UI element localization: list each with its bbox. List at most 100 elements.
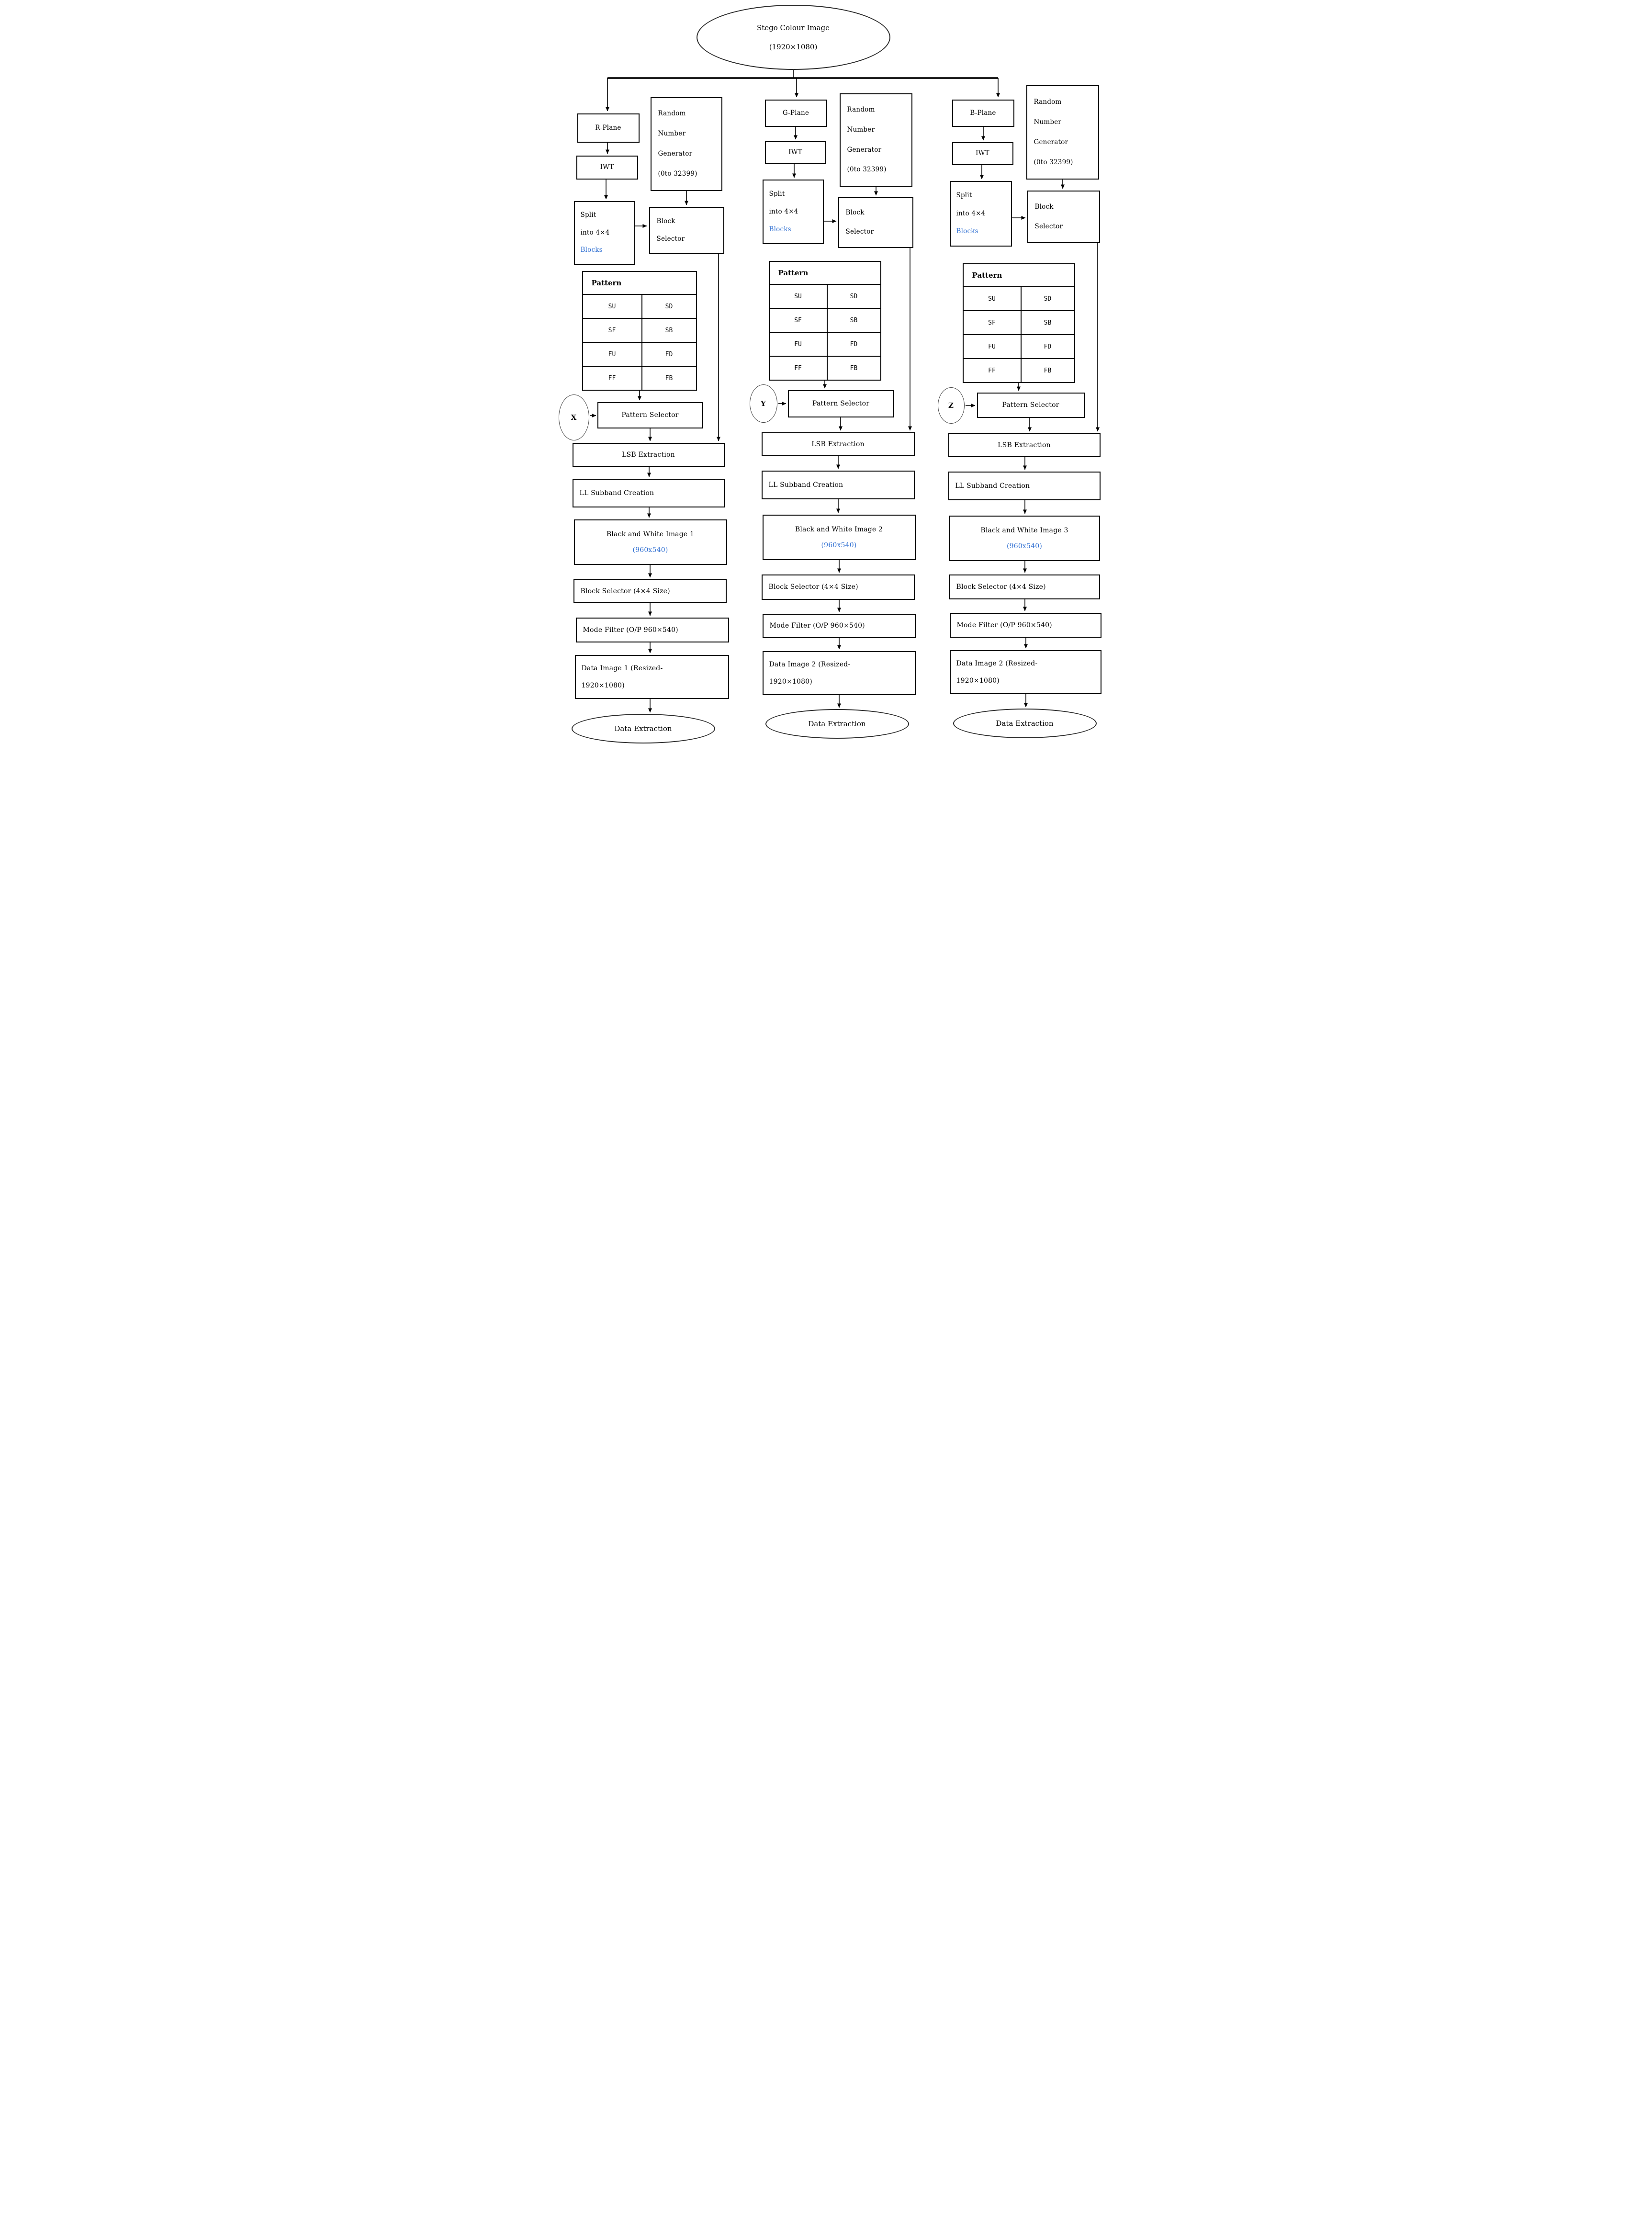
rng-line2-g: Number xyxy=(847,125,875,134)
pattern-cell: SF xyxy=(962,310,1022,335)
pattern-header-b: Pattern xyxy=(962,263,1075,287)
block-selector-line2-g: Selector xyxy=(845,228,874,236)
bw-image-g: Black and White Image 2 (960x540) xyxy=(762,515,916,560)
rng-line2-r: Number xyxy=(658,130,686,138)
input-z-ellipse: Z xyxy=(937,387,965,424)
ll-subband-r: LL Subband Creation xyxy=(572,479,725,507)
bw-line1-r: Black and White Image 1 xyxy=(606,530,695,539)
b-plane-box: B-Plane xyxy=(952,100,1014,127)
g-plane-label: G-Plane xyxy=(782,109,809,117)
pattern-header-g: Pattern xyxy=(768,261,881,285)
data-image-r: Data Image 1 (Resized- 1920×1080) xyxy=(574,655,729,699)
pattern-cell: FU xyxy=(962,334,1022,359)
block-selector-line1-r: Block xyxy=(656,217,675,225)
mode-filter-label-g: Mode Filter (O/P 960×540) xyxy=(769,622,865,630)
pattern-cell: FU xyxy=(582,342,642,367)
input-y-ellipse: Y xyxy=(749,384,777,423)
pattern-cell: FF xyxy=(768,356,828,381)
block-selector-box-r: Block Selector xyxy=(649,207,724,254)
rng-range-r: (0to 32399) xyxy=(658,170,697,178)
pattern-selector-label-g: Pattern Selector xyxy=(812,400,870,408)
split-line1-b: Split xyxy=(956,191,972,200)
block-selector-line2-r: Selector xyxy=(656,235,685,243)
ll-label-g: LL Subband Creation xyxy=(768,481,843,489)
block-selector-4x4-r: Block Selector (4×4 Size) xyxy=(573,579,727,603)
bw-line2-b: (960x540) xyxy=(1006,542,1043,550)
data-image-line2-r: 1920×1080) xyxy=(581,681,625,689)
pattern-header-r: Pattern xyxy=(582,271,697,295)
iwt-label-g: IWT xyxy=(788,148,802,156)
block-selector-4x4-label-r: Block Selector (4×4 Size) xyxy=(580,587,670,595)
iwt-box-r: IWT xyxy=(576,156,638,180)
block-selector-4x4-b: Block Selector (4×4 Size) xyxy=(949,574,1100,599)
iwt-label-r: IWT xyxy=(600,163,614,171)
data-extraction-label-r: Data Extraction xyxy=(614,724,672,733)
pattern-cell: SD xyxy=(1020,286,1075,311)
rng-line3-g: Generator xyxy=(847,146,882,154)
rng-line1-r: Random xyxy=(658,110,686,118)
input-x-label: X xyxy=(571,413,577,422)
split-box-b: Split into 4×4 Blocks xyxy=(949,181,1012,247)
data-extraction-b: Data Extraction xyxy=(953,709,1097,738)
split-line3-b: Blocks xyxy=(956,227,978,236)
pattern-cell: SF xyxy=(582,318,642,343)
split-line3-g: Blocks xyxy=(769,225,791,233)
split-line2-b: into 4×4 xyxy=(956,209,986,217)
lsb-label-g: LSB Extraction xyxy=(811,440,865,448)
pattern-selector-b: Pattern Selector xyxy=(977,393,1085,418)
data-image-line2-g: 1920×1080) xyxy=(769,677,812,686)
stego-image-size: (1920×1080) xyxy=(769,43,818,52)
pattern-selector-label-b: Pattern Selector xyxy=(1002,401,1059,409)
pattern-cell: FF xyxy=(962,358,1022,383)
lsb-extraction-g: LSB Extraction xyxy=(761,432,915,456)
mode-filter-r: Mode Filter (O/P 960×540) xyxy=(575,618,729,642)
mode-filter-g: Mode Filter (O/P 960×540) xyxy=(762,614,916,638)
rng-range-g: (0to 32399) xyxy=(847,166,887,174)
pattern-table-b: Pattern SU SD SF SB FU FD FF FB xyxy=(962,263,1075,383)
pattern-table-r: Pattern SU SD SF SB FU FD FF FB xyxy=(582,271,697,391)
data-image-b: Data Image 2 (Resized- 1920×1080) xyxy=(949,650,1101,694)
ll-label-b: LL Subband Creation xyxy=(955,482,1030,490)
split-box-r: Split into 4×4 Blocks xyxy=(573,201,635,265)
lsb-label-r: LSB Extraction xyxy=(622,451,675,459)
lsb-label-b: LSB Extraction xyxy=(998,441,1051,449)
bw-line1-b: Black and White Image 3 xyxy=(980,527,1068,535)
pattern-cell: SD xyxy=(826,284,881,309)
rng-line2-b: Number xyxy=(1034,118,1062,126)
pattern-selector-label-r: Pattern Selector xyxy=(621,411,679,419)
block-selector-box-b: Block Selector xyxy=(1027,191,1100,243)
lsb-extraction-r: LSB Extraction xyxy=(572,443,725,467)
data-image-line2-b: 1920×1080) xyxy=(956,676,1000,685)
pattern-cell: SU xyxy=(962,286,1022,311)
rng-line1-b: Random xyxy=(1034,98,1062,106)
ll-subband-g: LL Subband Creation xyxy=(761,471,915,499)
data-image-line1-r: Data Image 1 (Resized- xyxy=(581,664,663,673)
split-line2-g: into 4×4 xyxy=(769,207,798,215)
pattern-cell: FD xyxy=(1020,334,1075,359)
pattern-cell: SB xyxy=(1020,310,1075,335)
pattern-cell: FD xyxy=(826,332,881,357)
rng-range-b: (0to 32399) xyxy=(1034,158,1073,166)
pattern-cell: SB xyxy=(641,318,697,343)
block-selector-4x4-g: Block Selector (4×4 Size) xyxy=(761,574,915,600)
pattern-cell: SU xyxy=(582,294,642,319)
b-plane-label: B-Plane xyxy=(970,109,996,117)
pattern-selector-g: Pattern Selector xyxy=(787,390,894,417)
ll-subband-b: LL Subband Creation xyxy=(948,472,1101,500)
stego-image-node: Stego Colour Image (1920×1080) xyxy=(696,5,890,70)
pattern-cell: FD xyxy=(641,342,697,367)
connector-lines xyxy=(590,70,1100,713)
bw-line2-g: (960x540) xyxy=(821,541,857,549)
split-line2-r: into 4×4 xyxy=(580,228,610,237)
pattern-cell: FB xyxy=(1020,358,1075,383)
pattern-cell: FB xyxy=(826,356,881,381)
flowchart-canvas: Stego Colour Image (1920×1080) R-Plane I… xyxy=(551,0,1101,743)
bw-line1-g: Black and White Image 2 xyxy=(795,526,883,534)
split-line1-g: Split xyxy=(769,190,785,198)
bw-line2-r: (960x540) xyxy=(632,546,668,554)
rng-box-r: Random Number Generator (0to 32399) xyxy=(650,97,722,191)
mode-filter-b: Mode Filter (O/P 960×540) xyxy=(949,613,1101,638)
data-extraction-r: Data Extraction xyxy=(571,714,715,743)
rng-box-g: Random Number Generator (0to 32399) xyxy=(839,93,912,187)
pattern-cell: SU xyxy=(768,284,828,309)
